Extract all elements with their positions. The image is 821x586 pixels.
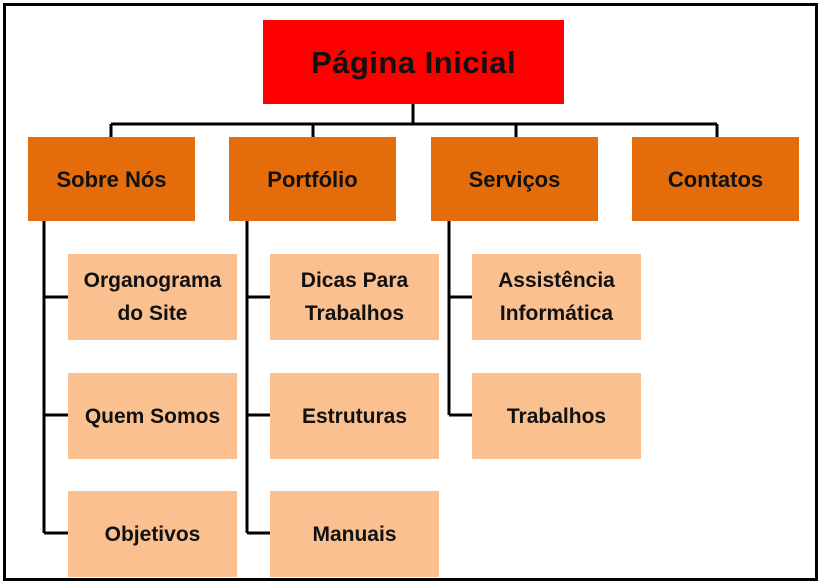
node-manuais: Manuais: [270, 491, 439, 577]
node-portfolio: Portfólio: [229, 137, 396, 221]
node-sobre-nos: Sobre Nós: [28, 137, 195, 221]
node-contatos: Contatos: [632, 137, 799, 221]
node-objetivos: Objetivos: [68, 491, 237, 577]
node-estruturas: Estruturas: [270, 373, 439, 459]
node-quem-somos: Quem Somos: [68, 373, 237, 459]
node-pagina-inicial: Página Inicial: [263, 20, 564, 104]
node-dicas-para-trabalhos: Dicas Para Trabalhos: [270, 254, 439, 340]
node-assistencia-informatica: Assistência Informática: [472, 254, 641, 340]
node-trabalhos: Trabalhos: [472, 373, 641, 459]
node-servicos: Serviços: [431, 137, 598, 221]
node-organograma-do-site: Organograma do Site: [68, 254, 237, 340]
